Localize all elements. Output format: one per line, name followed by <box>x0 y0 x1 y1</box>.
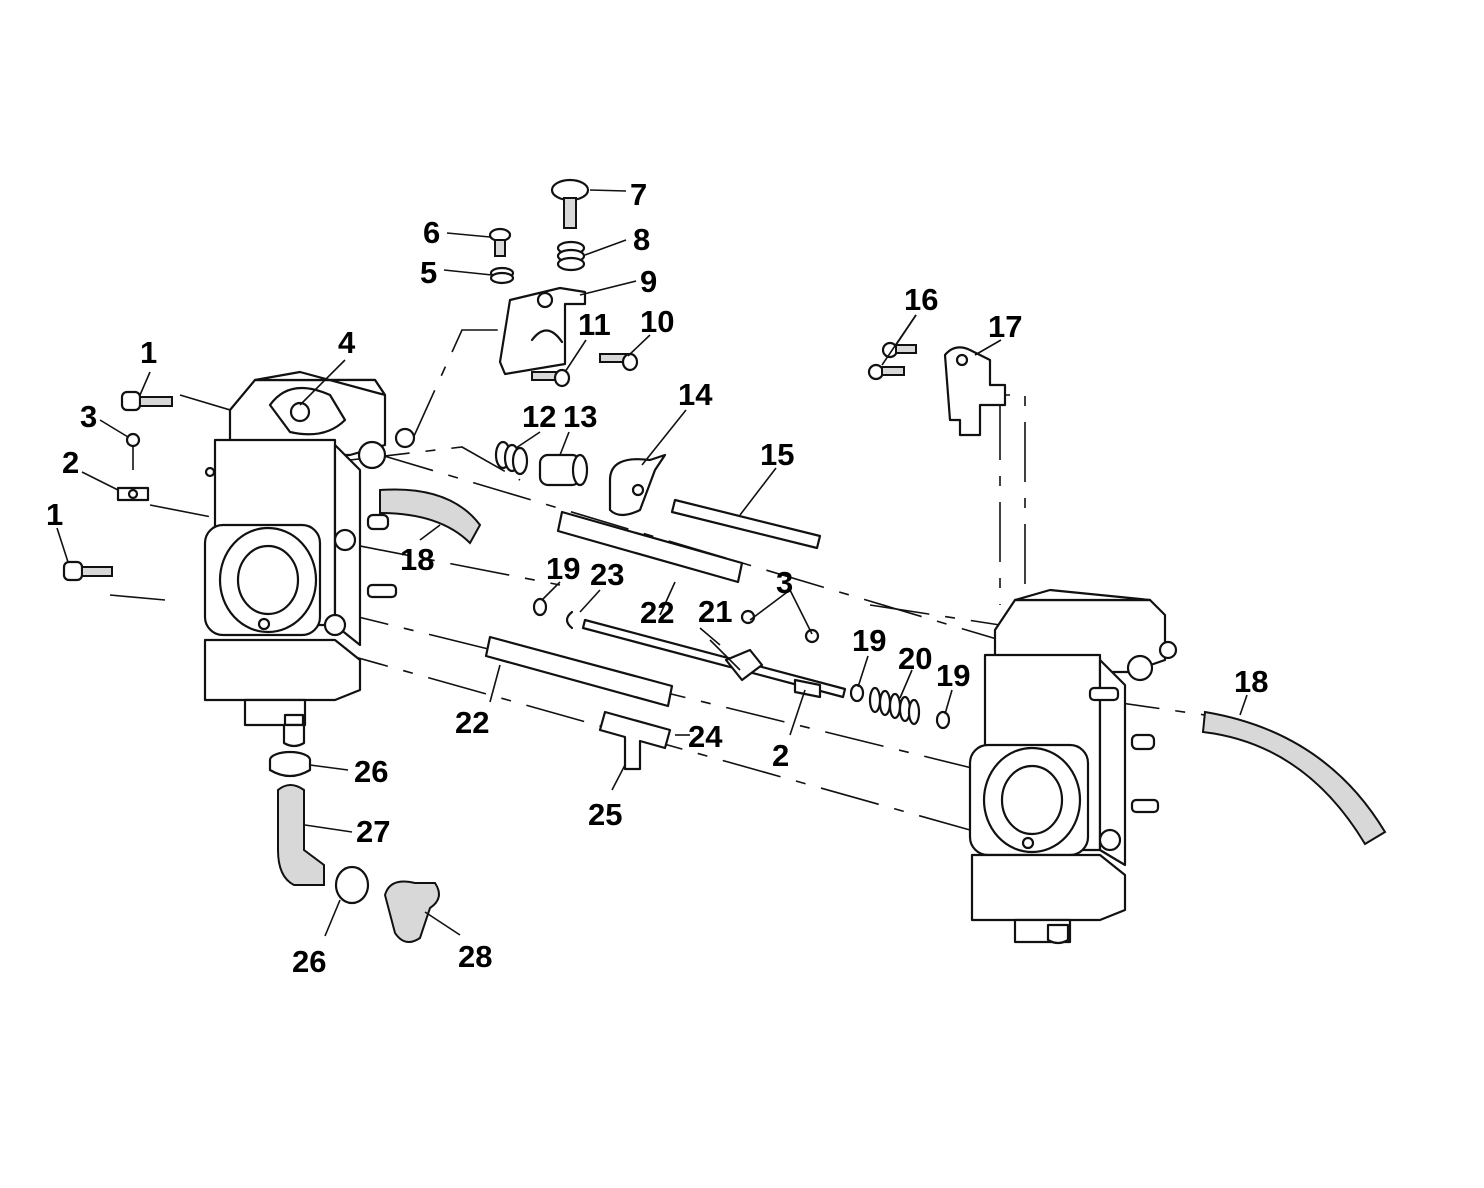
callout-14: 14 <box>678 377 713 412</box>
clip-part-23 <box>565 610 574 630</box>
washer-part-19-a <box>532 597 548 617</box>
callout-labels: 1 1 2 2 3 3 4 5 6 7 8 9 10 11 12 13 14 1… <box>46 177 1268 979</box>
screw-part-1-lower <box>62 560 113 582</box>
clamp-part-26-lower <box>334 865 370 905</box>
screws-part-16 <box>867 341 917 381</box>
callout-2-right: 2 <box>772 738 789 773</box>
callout-15: 15 <box>760 437 794 472</box>
callout-16: 16 <box>904 282 938 317</box>
callout-24: 24 <box>688 719 723 754</box>
callout-18-right: 18 <box>1234 664 1268 699</box>
callout-22-lower: 22 <box>455 705 489 740</box>
callout-1-lower: 1 <box>46 497 63 532</box>
callout-20: 20 <box>898 641 932 676</box>
callout-19-b: 19 <box>852 623 886 658</box>
screw-part-3-left <box>125 432 141 470</box>
bracket-part-17 <box>943 346 1007 437</box>
callout-8: 8 <box>633 222 650 257</box>
shaft-part-15 <box>670 498 822 550</box>
screw-part-6 <box>488 227 512 257</box>
left-carburetor <box>203 370 416 748</box>
callout-7: 7 <box>630 177 647 212</box>
callout-27: 27 <box>356 814 390 849</box>
callout-5: 5 <box>420 255 437 290</box>
throttle-bracket-part-9 <box>498 286 587 376</box>
spring-part-12 <box>494 440 529 476</box>
lever-part-14 <box>608 453 667 517</box>
spring-part-20 <box>868 686 921 726</box>
callout-18-left: 18 <box>400 542 434 577</box>
callout-22-upper: 22 <box>640 595 674 630</box>
hose-part-27 <box>277 784 325 886</box>
tee-fitting-part-28 <box>383 880 440 943</box>
lever-part-24 <box>724 648 764 682</box>
leader-lines <box>56 189 1248 937</box>
callout-4: 4 <box>338 325 356 360</box>
callout-17: 17 <box>988 309 1022 344</box>
callout-28: 28 <box>458 939 492 974</box>
spring-part-5 <box>489 266 515 285</box>
clamp-part-2-left <box>116 486 150 502</box>
callout-26-upper: 26 <box>354 754 388 789</box>
clamp-part-26-upper <box>268 750 312 778</box>
tube-part-22-lower <box>484 635 674 708</box>
washer-part-19-c <box>935 710 951 730</box>
callout-19-a: 19 <box>546 551 580 586</box>
hose-part-18-right <box>1201 710 1387 846</box>
screw-part-11 <box>531 368 571 388</box>
callout-10: 10 <box>640 304 674 339</box>
adjuster-screw-part-7 <box>550 178 590 229</box>
callout-2-left: 2 <box>62 445 79 480</box>
washer-part-19-b <box>849 683 865 703</box>
tube-part-22-upper <box>556 510 744 584</box>
callout-12: 12 <box>522 399 556 434</box>
screw-part-10 <box>599 352 639 372</box>
screw-part-3-right <box>740 609 820 644</box>
callout-26-lower: 26 <box>292 944 326 979</box>
clamp-part-2-right <box>793 678 822 699</box>
screw-part-1-upper <box>120 390 173 412</box>
callout-3-left: 3 <box>80 399 97 434</box>
hose-part-18-left <box>379 488 482 545</box>
callout-23: 23 <box>590 557 624 592</box>
callout-6: 6 <box>423 215 440 250</box>
callout-11: 11 <box>578 307 611 342</box>
right-carburetor <box>968 588 1178 945</box>
callout-21: 21 <box>698 594 732 629</box>
callout-25: 25 <box>588 797 622 832</box>
callout-13: 13 <box>563 399 597 434</box>
tee-fitting-part-25 <box>598 710 672 771</box>
callout-3-right: 3 <box>776 565 793 600</box>
callout-19-c: 19 <box>936 658 970 693</box>
bushing-part-13 <box>538 453 589 487</box>
callout-9: 9 <box>640 264 657 299</box>
callout-1-upper: 1 <box>140 335 157 370</box>
spring-part-8 <box>556 240 586 272</box>
